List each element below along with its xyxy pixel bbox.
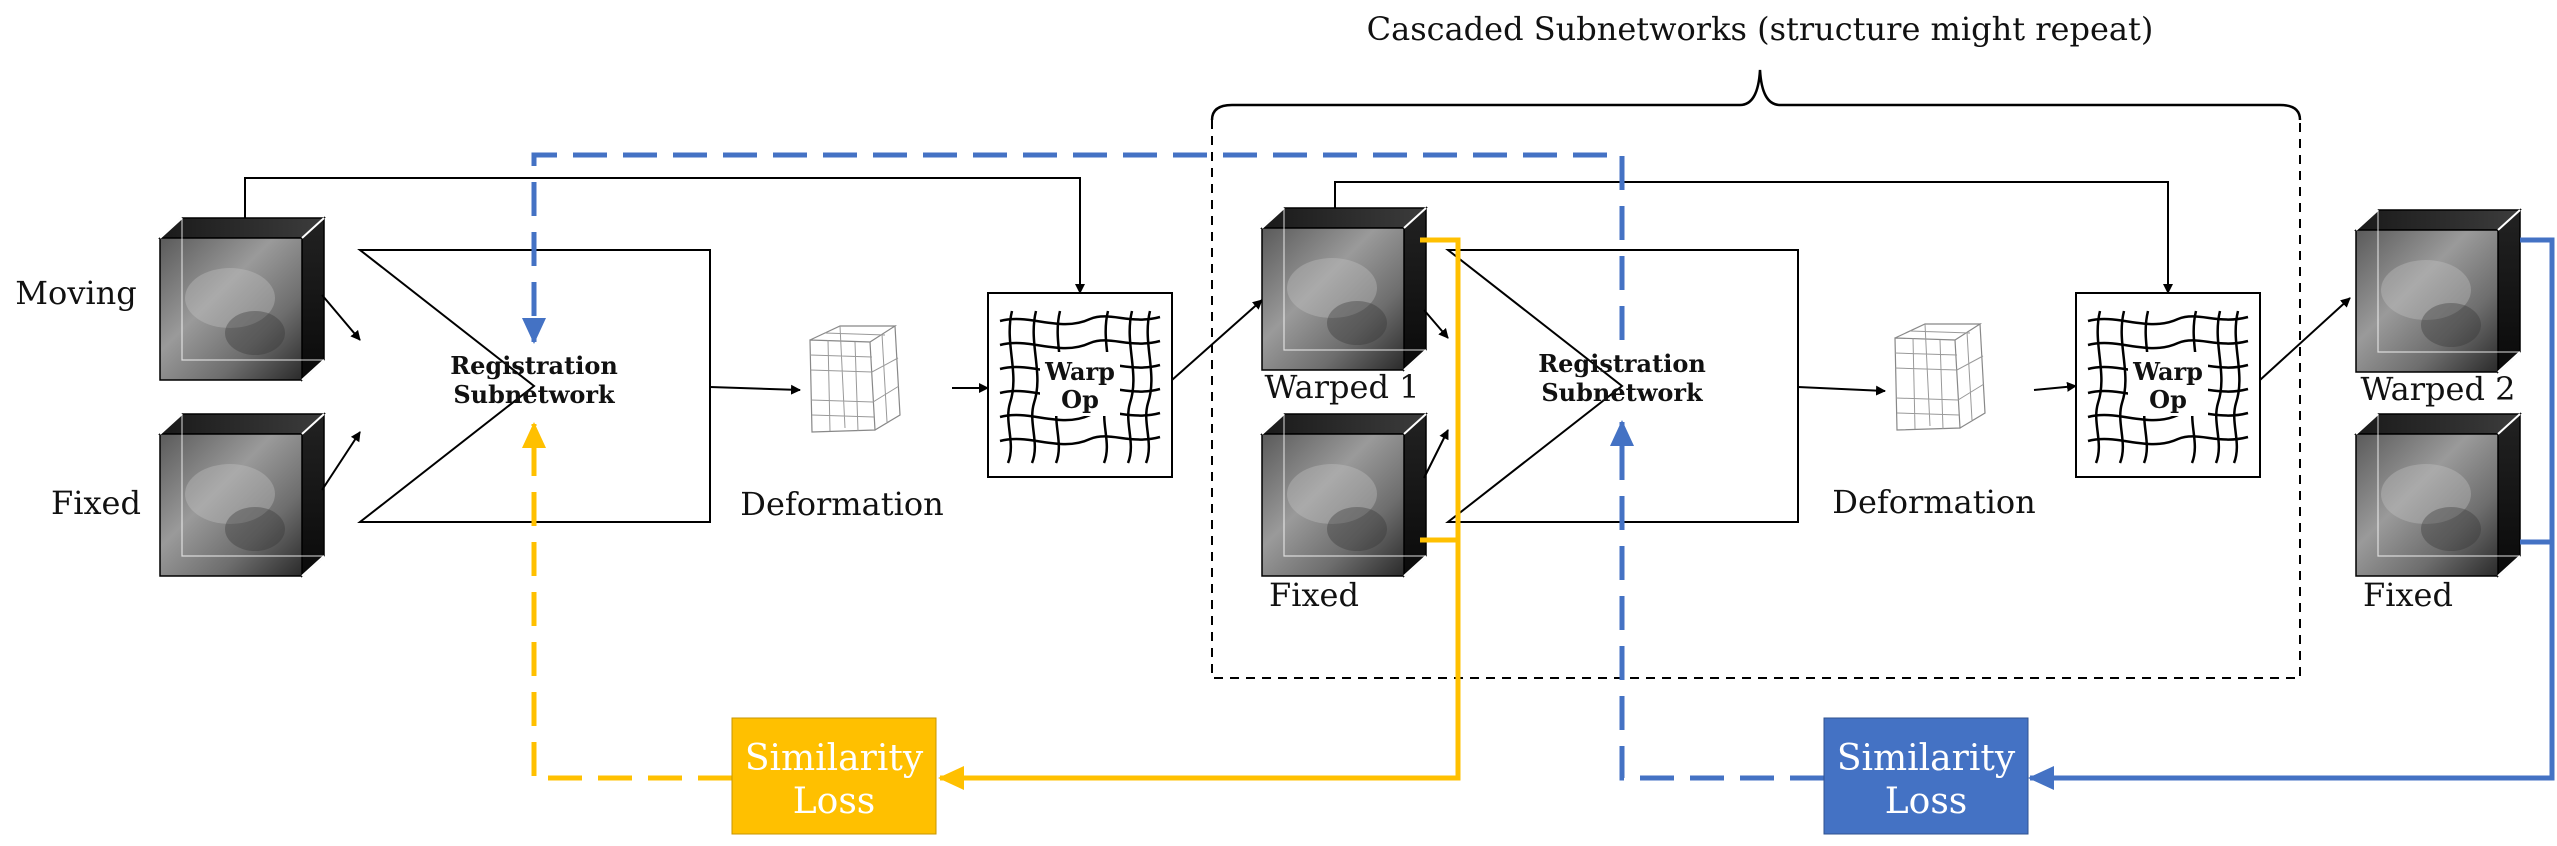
subnetwork-1-label-line1: Registration — [450, 351, 618, 380]
stage2-fixed-label: Fixed — [1269, 576, 1359, 614]
warp2-to-warped2-arrow — [2259, 297, 2351, 381]
loss-2-input-path — [2028, 237, 2555, 790]
loss-1-feedback-path — [522, 422, 732, 781]
cascade-title: Cascaded Subnetworks (structure might re… — [1367, 10, 2154, 48]
warp1-to-warped1-arrow — [1171, 299, 1263, 381]
loss-2-label-line2: Loss — [1885, 781, 1968, 822]
loss-1-label-line2: Loss — [793, 781, 876, 822]
subnet1-to-deformation-arrow — [709, 384, 801, 395]
fixed-volume-cube — [159, 413, 325, 577]
subnetwork-2-label-line1: Registration — [1538, 349, 1706, 378]
warped1-to-subnet2-arrow — [1423, 309, 1449, 339]
warped-1-label: Warped 1 — [1265, 368, 1420, 406]
moving-to-subnet-arrow — [321, 294, 361, 341]
stage2-fixed-cube — [1261, 413, 1427, 577]
deformation-1-label: Deformation — [740, 485, 943, 523]
warp-op-1-label-line2: Op — [1061, 385, 1099, 414]
warped1-skip-arrow — [1334, 181, 2173, 294]
fixed-to-subnet-arrow — [321, 431, 361, 491]
cascade-brace — [1210, 69, 2302, 121]
warped-2-cube — [2355, 209, 2521, 373]
loss-1-label-line1: Similarity — [745, 738, 924, 779]
similarity-loss-1 — [731, 717, 937, 835]
deformation-2-label: Deformation — [1832, 483, 2035, 521]
warp-op-1-label-bg — [1040, 352, 1120, 416]
fixed2-to-subnet2-arrow — [1423, 429, 1449, 479]
moving-skip-arrow — [244, 177, 1085, 294]
warped-1-cube — [1261, 207, 1427, 371]
loss-2-feedback-path-subnet2 — [1610, 420, 1824, 781]
loss-2-label-line1: Similarity — [1837, 738, 2016, 779]
moving-volume-cube — [159, 217, 325, 381]
subnetwork-1-label-line2: Subnetwork — [453, 380, 616, 409]
similarity-loss-2 — [1823, 717, 2029, 835]
deformation-2-mesh — [1894, 323, 1986, 431]
deformation2-to-warp-arrow — [2033, 381, 2077, 392]
loss-2-feedback-path-subnet1 — [522, 152, 1625, 344]
subnet2-to-deformation-arrow — [1797, 385, 1886, 396]
warp-op-2-label-bg — [2128, 352, 2208, 416]
loss-1-input-path — [938, 237, 1461, 790]
output-fixed-label: Fixed — [2363, 576, 2453, 614]
fixed-label: Fixed — [51, 484, 141, 522]
cascade-region — [1211, 120, 2301, 679]
warp-op-2-label-line1: Warp — [2132, 357, 2203, 386]
moving-label: Moving — [15, 274, 136, 312]
warp-op-2-label-line2: Op — [2149, 385, 2187, 414]
subnetwork-2-label-line2: Subnetwork — [1541, 378, 1704, 407]
deformation-1-mesh — [809, 325, 901, 433]
warp-op-1-label-line1: Warp — [1044, 357, 1115, 386]
warped-2-label: Warped 2 — [2361, 370, 2516, 408]
output-fixed-cube — [2355, 413, 2521, 577]
